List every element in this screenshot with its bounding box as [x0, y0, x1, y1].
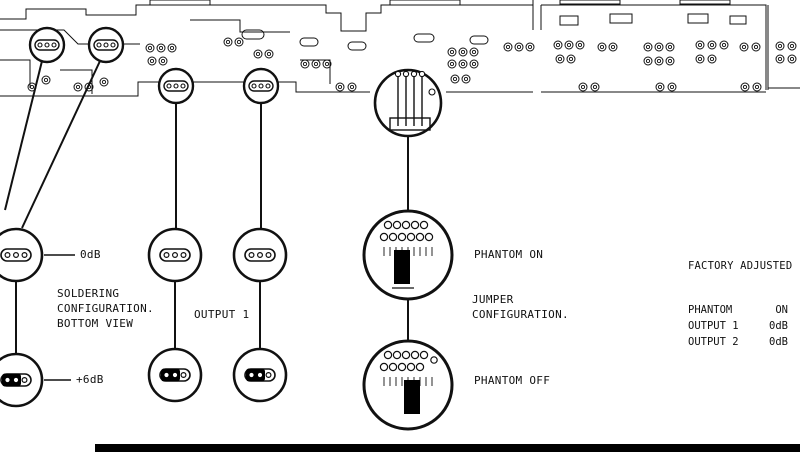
callout-output1-jumped-b — [232, 347, 288, 403]
factory-adjusted-table: FACTORY ADJUSTED PHANTOM ON OUTPUT 1 0dB… — [688, 260, 793, 350]
jumper-block-off — [404, 380, 420, 414]
callout-0db-pad — [0, 227, 44, 283]
label-phantom-off: PHANTOM OFF — [474, 374, 551, 387]
callout-pad-top-2 — [87, 26, 125, 64]
factory-row-phantom: PHANTOM ON — [688, 302, 788, 318]
factory-row-output2-value: 0dB — [769, 336, 788, 348]
callout-pad-top-3 — [157, 67, 195, 105]
label-output1: OUTPUT 1 — [194, 308, 250, 321]
label-0db: 0dB — [80, 248, 101, 261]
jumper-block-on — [394, 250, 410, 284]
pcb-artwork — [0, 0, 800, 97]
factory-row-output1: OUTPUT 1 0dB — [688, 318, 788, 334]
callout-output1-pad-b — [232, 227, 288, 283]
factory-row-output2: OUTPUT 2 0dB — [688, 334, 788, 350]
soldering-note: SOLDERING CONFIGURATION. BOTTOM VIEW — [57, 286, 154, 331]
soldering-note-line1: SOLDERING — [57, 287, 120, 300]
factory-row-phantom-label: PHANTOM — [688, 304, 733, 316]
factory-row-output1-value: 0dB — [769, 320, 788, 332]
jumper-note-line2: CONFIGURATION. — [472, 308, 569, 321]
callout-output1-pad-a — [147, 227, 203, 283]
factory-adjusted-title: FACTORY ADJUSTED — [688, 260, 793, 272]
callout-pad-top-4 — [242, 67, 280, 105]
factory-row-output1-label: OUTPUT 1 — [688, 320, 739, 332]
label-6db: +6dB — [76, 373, 104, 386]
factory-row-phantom-value: ON — [775, 304, 788, 316]
soldering-note-line2: CONFIGURATION. — [57, 302, 154, 315]
callout-phantom-on — [362, 209, 454, 301]
soldering-note-line3: BOTTOM VIEW — [57, 317, 134, 330]
label-phantom-on: PHANTOM ON — [474, 248, 544, 261]
callout-6db-pad — [0, 352, 44, 408]
jumper-note: JUMPER CONFIGURATION. — [472, 292, 569, 322]
factory-row-output2-label: OUTPUT 2 — [688, 336, 739, 348]
callout-phantom-off — [362, 339, 454, 431]
callout-jumper-header — [373, 68, 443, 138]
bottom-border-bar — [95, 444, 800, 452]
jumper-note-line1: JUMPER — [472, 293, 514, 306]
callout-lines — [4, 60, 409, 381]
callout-pad-top-1 — [28, 26, 66, 64]
callout-output1-jumped-a — [147, 347, 203, 403]
